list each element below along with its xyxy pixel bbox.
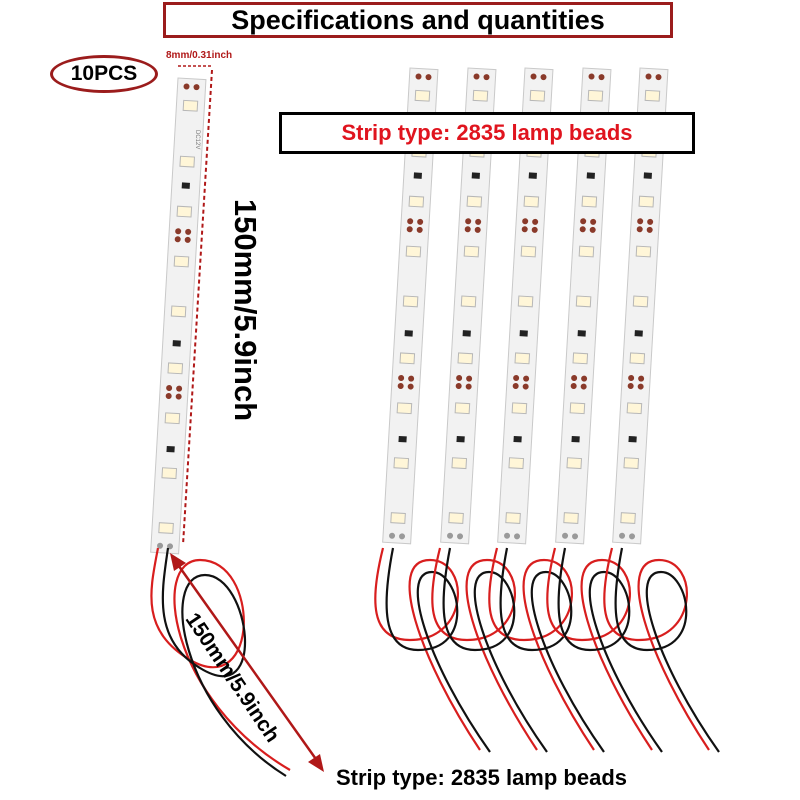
length-dimension-marker <box>182 69 213 546</box>
strip-wire-5 <box>603 547 720 753</box>
strip-wire-3 <box>488 547 605 753</box>
wire-length-arrow <box>170 553 324 772</box>
title-frame: Specifications and quantities <box>163 2 673 38</box>
strip-type-label-top: Strip type: 2835 lamp beads <box>341 120 633 145</box>
strip-length-label: 150mm/5.9inch <box>228 198 263 422</box>
quantity-badge: 10PCS <box>50 55 158 93</box>
strip-type-callout: Strip type: 2835 lamp beads <box>279 112 695 154</box>
strip-wire-1 <box>374 547 491 753</box>
strip-wire-4 <box>546 547 663 753</box>
quantity-label: 10PCS <box>70 62 138 85</box>
width-dimension-label: 8mm/0.31inch <box>166 50 233 61</box>
strip-type-label-bottom: Strip type: 2835 lamp beads <box>336 765 627 790</box>
page-title: Specifications and quantities <box>231 4 605 35</box>
strip-wire-2 <box>431 547 548 753</box>
strip-voltage-marking: DC12V <box>194 130 200 149</box>
featured-strip-wires <box>150 547 291 777</box>
